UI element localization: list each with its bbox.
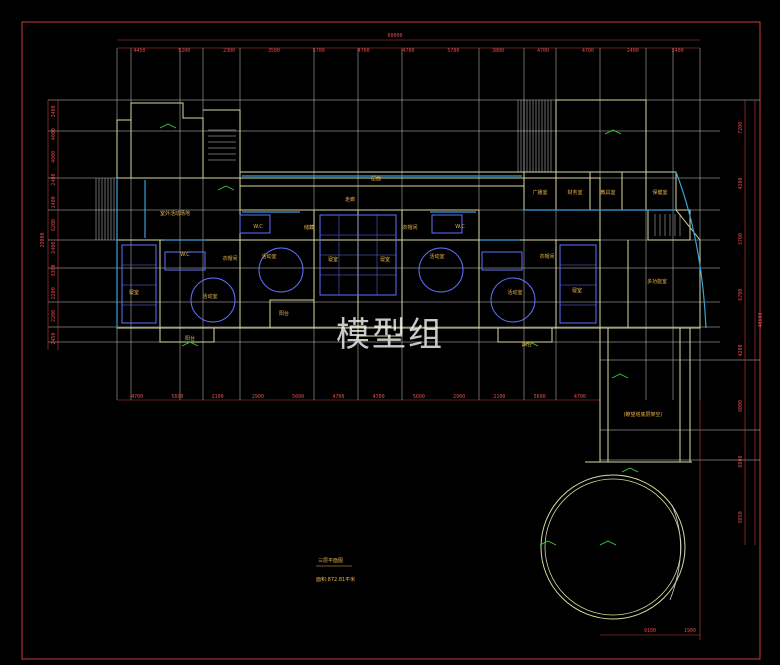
room-teaching-aids: 教具室 [600, 189, 615, 196]
overall-dimension: 60000 [387, 33, 402, 39]
right-dimension-label: 4200 [738, 177, 744, 189]
top-dimension-label: 3500 [268, 48, 280, 54]
room-corridor: 走廊 [345, 196, 355, 203]
left-dimension-label: 2200 [51, 287, 57, 299]
top-dimension-label: 3800 [492, 48, 504, 54]
right-dimension-label: 8000 [738, 400, 744, 412]
room-tower-base: (瞭望塔底层架空) [624, 411, 663, 418]
bottom-dimension-label: 5600 [413, 394, 425, 400]
room-bedroom-1: 寝室 [129, 289, 139, 296]
left-dimension-label: 4000 [51, 128, 57, 140]
area-note: 面积:872.81平米 [316, 576, 355, 583]
room-activity-2: 活动室 [261, 253, 276, 260]
room-bedroom-2: 寝室 [328, 256, 338, 263]
window-glazing [116, 171, 707, 329]
room-broadcast: 广播室 [532, 189, 547, 196]
bottom-dimension-label: 2900 [252, 394, 264, 400]
bottom-dimension-label: 5600 [292, 394, 304, 400]
room-multifunction: 多功能室 [647, 278, 667, 285]
bottom-dimension-label: 4700 [373, 394, 385, 400]
room-activity-4: 活动室 [507, 289, 522, 296]
bottom-dimension-label: 4700 [574, 394, 586, 400]
right-dimension-label: 3700 [738, 233, 744, 245]
top-dimension-label: 4700 [358, 48, 370, 54]
top-dimension-label: 5200 [178, 48, 190, 54]
bottom-dimension-label: 5600 [171, 394, 183, 400]
top-dimension-label: 4700 [582, 48, 594, 54]
right-dimension-label: 6700 [738, 289, 744, 301]
left-dimension-label: 2400 [51, 196, 57, 208]
room-finance: 财务室 [567, 189, 582, 196]
bottom-dimension-label: 4700 [131, 394, 143, 400]
room-cloakroom-1: 衣帽间 [222, 255, 237, 262]
bottom-dimension-label: 2100 [493, 394, 505, 400]
top-dimension-label: 2400 [672, 48, 684, 54]
bottom-dimension-label: 5600 [534, 394, 546, 400]
stair-hatching [95, 100, 681, 240]
left-dimension-label: 4800 [51, 151, 57, 163]
building-walls [116, 99, 701, 463]
drawing-frame [21, 21, 761, 660]
bottom-dimension-label: 2900 [453, 394, 465, 400]
room-roof: 屋面 [371, 176, 381, 182]
bottom-dimension-label: 4700 [332, 394, 344, 400]
tower-dimension-1: 9100 [644, 628, 656, 634]
level-markers [159, 123, 639, 546]
watermark: 模型组 [336, 315, 444, 355]
left-dimension-label: 2200 [51, 310, 57, 322]
room-activity-1: 活动室 [202, 293, 217, 300]
right-total-dimension: 48600 [758, 312, 764, 327]
right-dimension-label: 9850 [738, 511, 744, 523]
room-cloakroom-2: 衣帽间 [402, 224, 417, 231]
room-wc-3: W.C [455, 224, 465, 230]
left-dimension-label: 3400 [51, 105, 57, 117]
left-dimension-label: 2450 [51, 333, 57, 345]
top-dimension-label: 4700 [402, 48, 414, 54]
dimension-lines [47, 39, 756, 640]
room-bedroom-3: 寝室 [380, 256, 390, 263]
top-dimension-label: 4450 [133, 48, 145, 54]
room-wc-1: W.C [180, 252, 190, 258]
top-dimension-label: 5700 [447, 48, 459, 54]
tower-dimension-2: 1900 [684, 628, 696, 634]
bed-grid [122, 215, 596, 306]
room-outdoor-activity: 室外活动场地 [160, 210, 190, 217]
right-dimension-label: 4200 [738, 344, 744, 356]
room-bedroom-4: 寝室 [572, 287, 582, 294]
top-dimension-label: 2300 [223, 48, 235, 54]
right-dimension-labels: 7200 4200 3700 6700 4200 8000 8800 9850 [738, 122, 744, 523]
activity-tables [121, 214, 597, 324]
room-activity-3: 活动室 [429, 253, 444, 260]
top-dimension-labels: 4450 5200 2300 3500 5700 4700 4700 5700 3800 4700… [133, 48, 683, 54]
bottom-dimension-label: 2100 [212, 394, 224, 400]
room-cloakroom-3: 衣帽间 [539, 253, 554, 260]
left-dimension-label: 3300 [51, 264, 57, 276]
right-dimension-label: 7200 [738, 122, 744, 134]
left-dimension-labels: 3400 4000 4800 2400 2400 6200 2400 3300 2200 2200… [51, 105, 57, 344]
top-dimension-label: 4700 [537, 48, 549, 54]
room-wc-2: W.C [253, 224, 263, 230]
observation-tower [540, 474, 686, 620]
room-storage: 储藏 [304, 224, 314, 231]
right-dimension-label: 8800 [738, 456, 744, 468]
room-balcony-2: 阳台 [279, 310, 289, 317]
left-dimension-label: 2400 [51, 242, 57, 254]
room-health: 保健室 [652, 189, 667, 196]
left-total-dimension: 29000 [40, 232, 46, 247]
left-dimension-label: 6200 [51, 219, 57, 231]
top-dimension-label: 5700 [313, 48, 325, 54]
room-balcony-1: 阳台 [185, 335, 195, 342]
top-dimension-label: 2400 [627, 48, 639, 54]
bottom-dimension-labels: 4700 5600 2100 2900 5600 4700 4700 5600 2900 2100… [131, 394, 586, 400]
left-dimension-label: 2400 [51, 174, 57, 186]
plan-title: 三层平面图 [318, 558, 343, 564]
room-balcony-3: 阳台 [522, 341, 532, 348]
